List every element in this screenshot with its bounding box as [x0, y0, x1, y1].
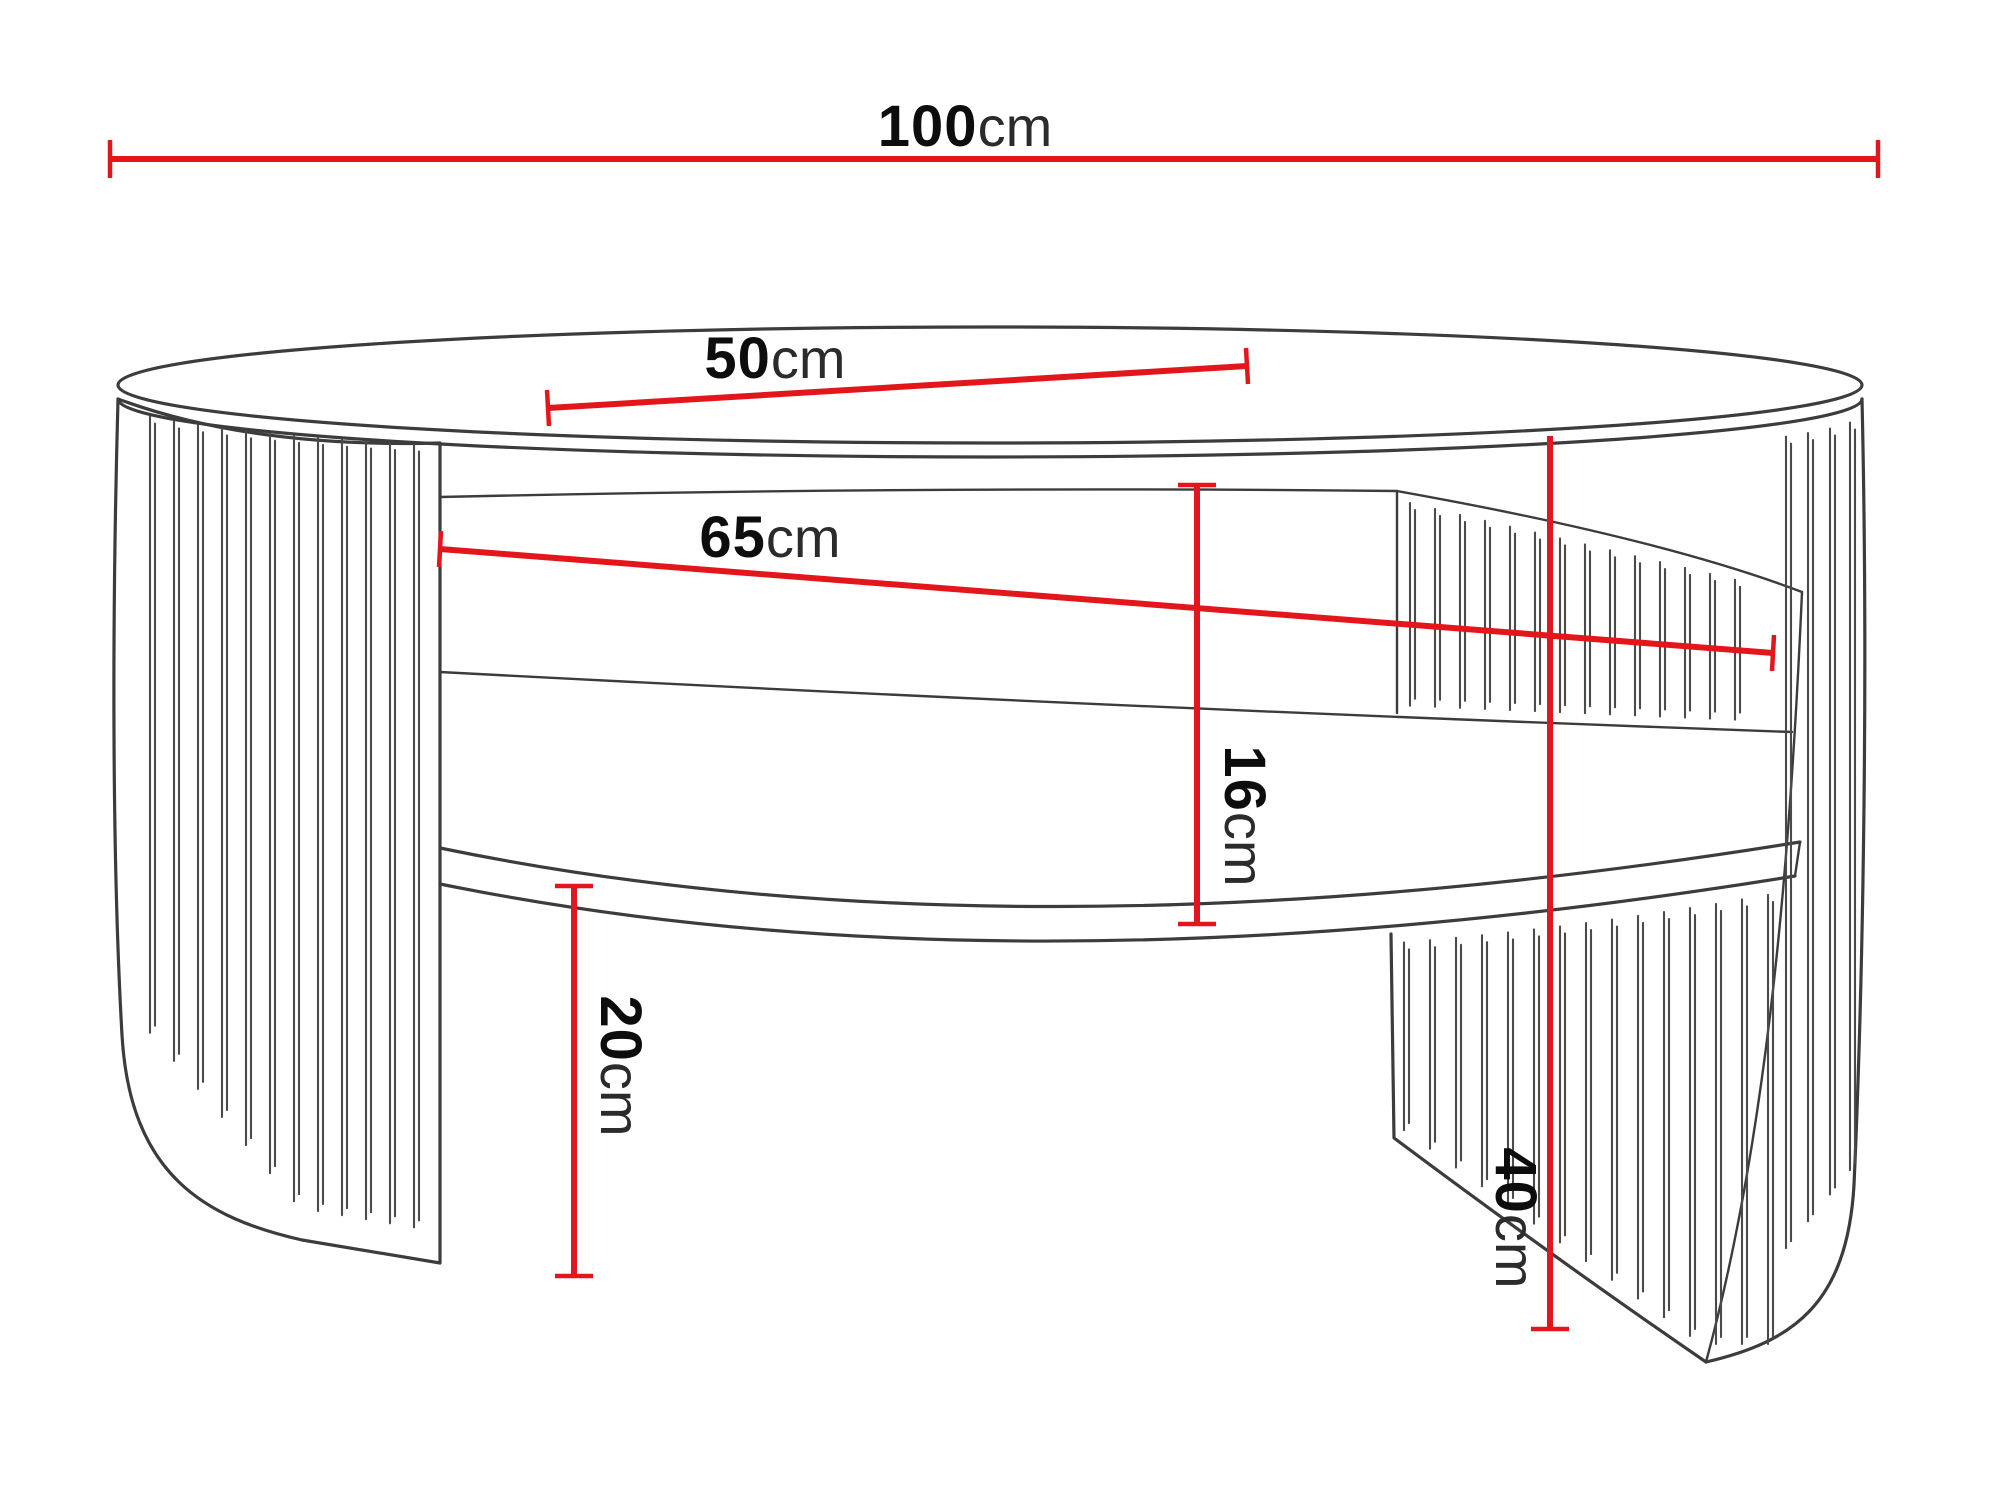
- right-panel-inner-edge: [1704, 590, 1804, 1364]
- tabletop-outline: [116, 325, 1864, 445]
- shelf-right-end: [1793, 840, 1802, 878]
- outer-right-band-flutes: [1784, 421, 1857, 1250]
- shelf-back-edge: [438, 670, 1794, 734]
- label-shelf-clearance: 16cm: [1212, 745, 1277, 886]
- tabletop-underside-edge: [438, 488, 1804, 594]
- dimension-labels: 100cm 50cm 65cm 16cm 40cm 20cm: [588, 94, 1548, 1289]
- right-panel-outline: [1704, 397, 1867, 1364]
- lower-right-panel-flutes: [1402, 893, 1775, 1346]
- label-base-height: 20cm: [588, 995, 653, 1136]
- dimension-line-shelf-width: [439, 546, 1774, 656]
- left-panel-flutes: [148, 415, 421, 1229]
- shelf-front-top-edge: [438, 840, 1802, 909]
- dimension-tick: [436, 530, 444, 568]
- shelf-front-bottom-edge: [438, 874, 1797, 943]
- label-total-height: 40cm: [1483, 1147, 1548, 1288]
- table-drawing: [112, 325, 1867, 1364]
- label-width: 100cm: [878, 94, 1052, 159]
- dimension-tick: [1243, 347, 1251, 385]
- dimension-tick: [1769, 634, 1777, 672]
- left-panel-outline: [112, 397, 442, 1265]
- label-top-depth: 50cm: [704, 326, 845, 391]
- label-shelf-width: 65cm: [699, 505, 840, 570]
- dimension-lines: [107, 140, 1881, 1332]
- dimension-tick: [544, 389, 552, 427]
- upper-right-panel-flutes: [1408, 502, 1742, 721]
- dimension-line-top-depth: [547, 363, 1248, 411]
